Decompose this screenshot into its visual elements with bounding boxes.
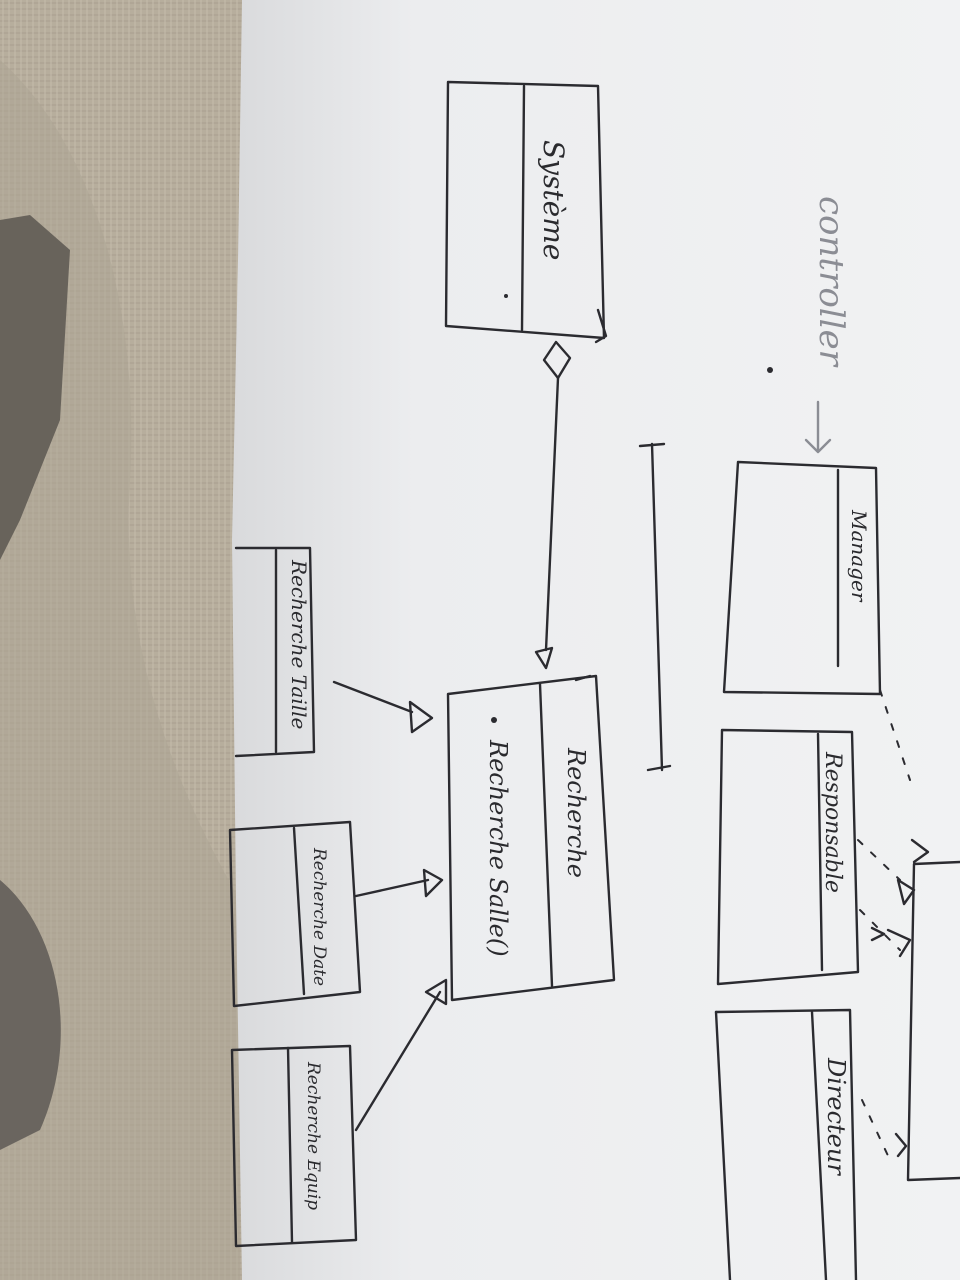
ink-dot	[491, 717, 497, 723]
class-box-recherche-equip	[230, 978, 448, 1248]
paper-sheet	[232, 0, 960, 1280]
class-box-recherche-date	[228, 820, 444, 1008]
class-box-recherche-taille	[234, 546, 434, 758]
class-box-manager	[722, 460, 882, 696]
arrow-heads-right	[870, 878, 916, 958]
bracket-bar	[638, 442, 672, 772]
class-box-recherche	[446, 674, 616, 1002]
aggregation-systeme-recherche	[534, 340, 572, 670]
method-recherche-salle: Recherche Salle()	[484, 739, 512, 957]
class-name-directeur: Directeur	[822, 1057, 850, 1176]
class-box-systeme	[444, 80, 608, 344]
class-name-systeme: Système	[537, 140, 570, 260]
dashed-dependencies	[857, 689, 911, 1161]
ink-dot	[767, 367, 773, 373]
class-name-responsable: Responsable	[820, 751, 845, 893]
class-name-recherche-equip: Recherche Equip	[303, 1061, 323, 1210]
class-box-partial	[894, 838, 960, 1182]
class-name-recherche-date: Recherche Date	[309, 847, 329, 986]
class-box-responsable	[716, 728, 860, 986]
ink-dot	[504, 294, 508, 298]
class-name-recherche-taille: Recherche Taille	[287, 559, 311, 729]
class-box-directeur	[714, 1008, 858, 1280]
controller-label: controller	[811, 196, 851, 368]
controller-arrow	[804, 400, 832, 454]
class-name-recherche: Recherche	[562, 747, 590, 878]
class-name-manager: Manager	[847, 509, 871, 603]
